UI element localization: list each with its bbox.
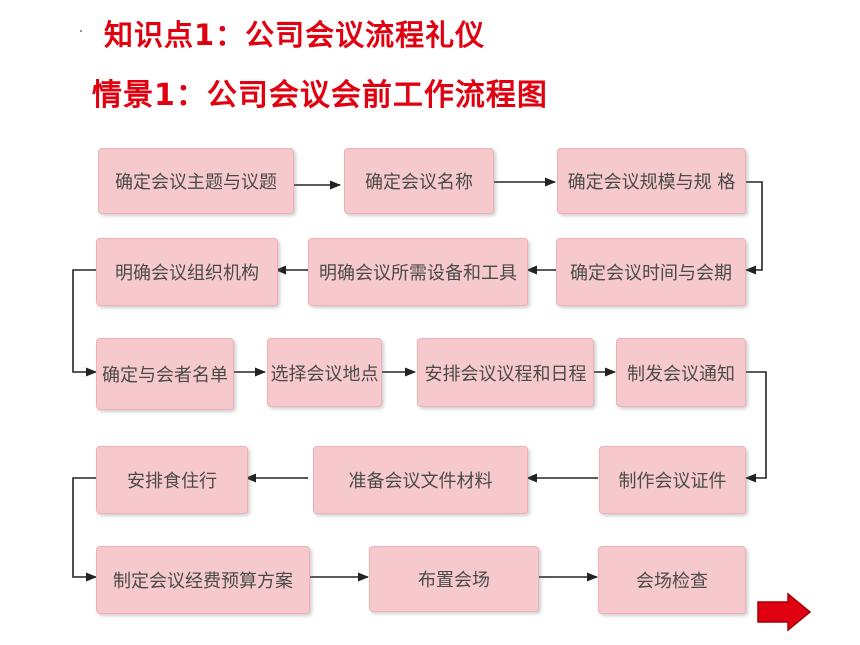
step-box: 确定会议名称: [344, 148, 494, 214]
step-box: 制发会议通知: [616, 338, 746, 407]
connector-10-11: [744, 371, 767, 483]
right-arrow-icon: [757, 592, 812, 632]
connector-3-4: [744, 181, 763, 275]
step-box: 布置会场: [369, 546, 539, 612]
step-box: 明确会议组织机构: [96, 238, 278, 306]
step-box: 选择会议地点: [267, 338, 382, 407]
connector-13-14: [72, 477, 98, 582]
step-box: 确定会议时间与会期: [556, 238, 746, 306]
connector-6-7: [72, 269, 98, 377]
step-box: 安排食住行: [96, 446, 248, 514]
decorative-dot: [80, 30, 82, 32]
step-box: 制作会议证件: [599, 446, 746, 514]
step-box: 确定会议主题与议题: [98, 148, 294, 214]
step-box: 安排会议议程和日程: [417, 338, 594, 407]
step-box: 制定会议经费预算方案: [96, 546, 310, 614]
page-heading: 知识点1：公司会议流程礼仪: [104, 18, 486, 52]
next-slide-button[interactable]: [756, 592, 812, 636]
step-box: 准备会议文件材料: [313, 446, 528, 514]
step-box: 确定与会者名单: [96, 338, 234, 410]
step-box: 会场检查: [598, 546, 746, 614]
step-box: 明确会议所需设备和工具: [308, 238, 528, 306]
page-subheading: 情景1：公司会议会前工作流程图: [92, 78, 548, 113]
step-box: 确定会议规模与规 格: [557, 148, 746, 214]
